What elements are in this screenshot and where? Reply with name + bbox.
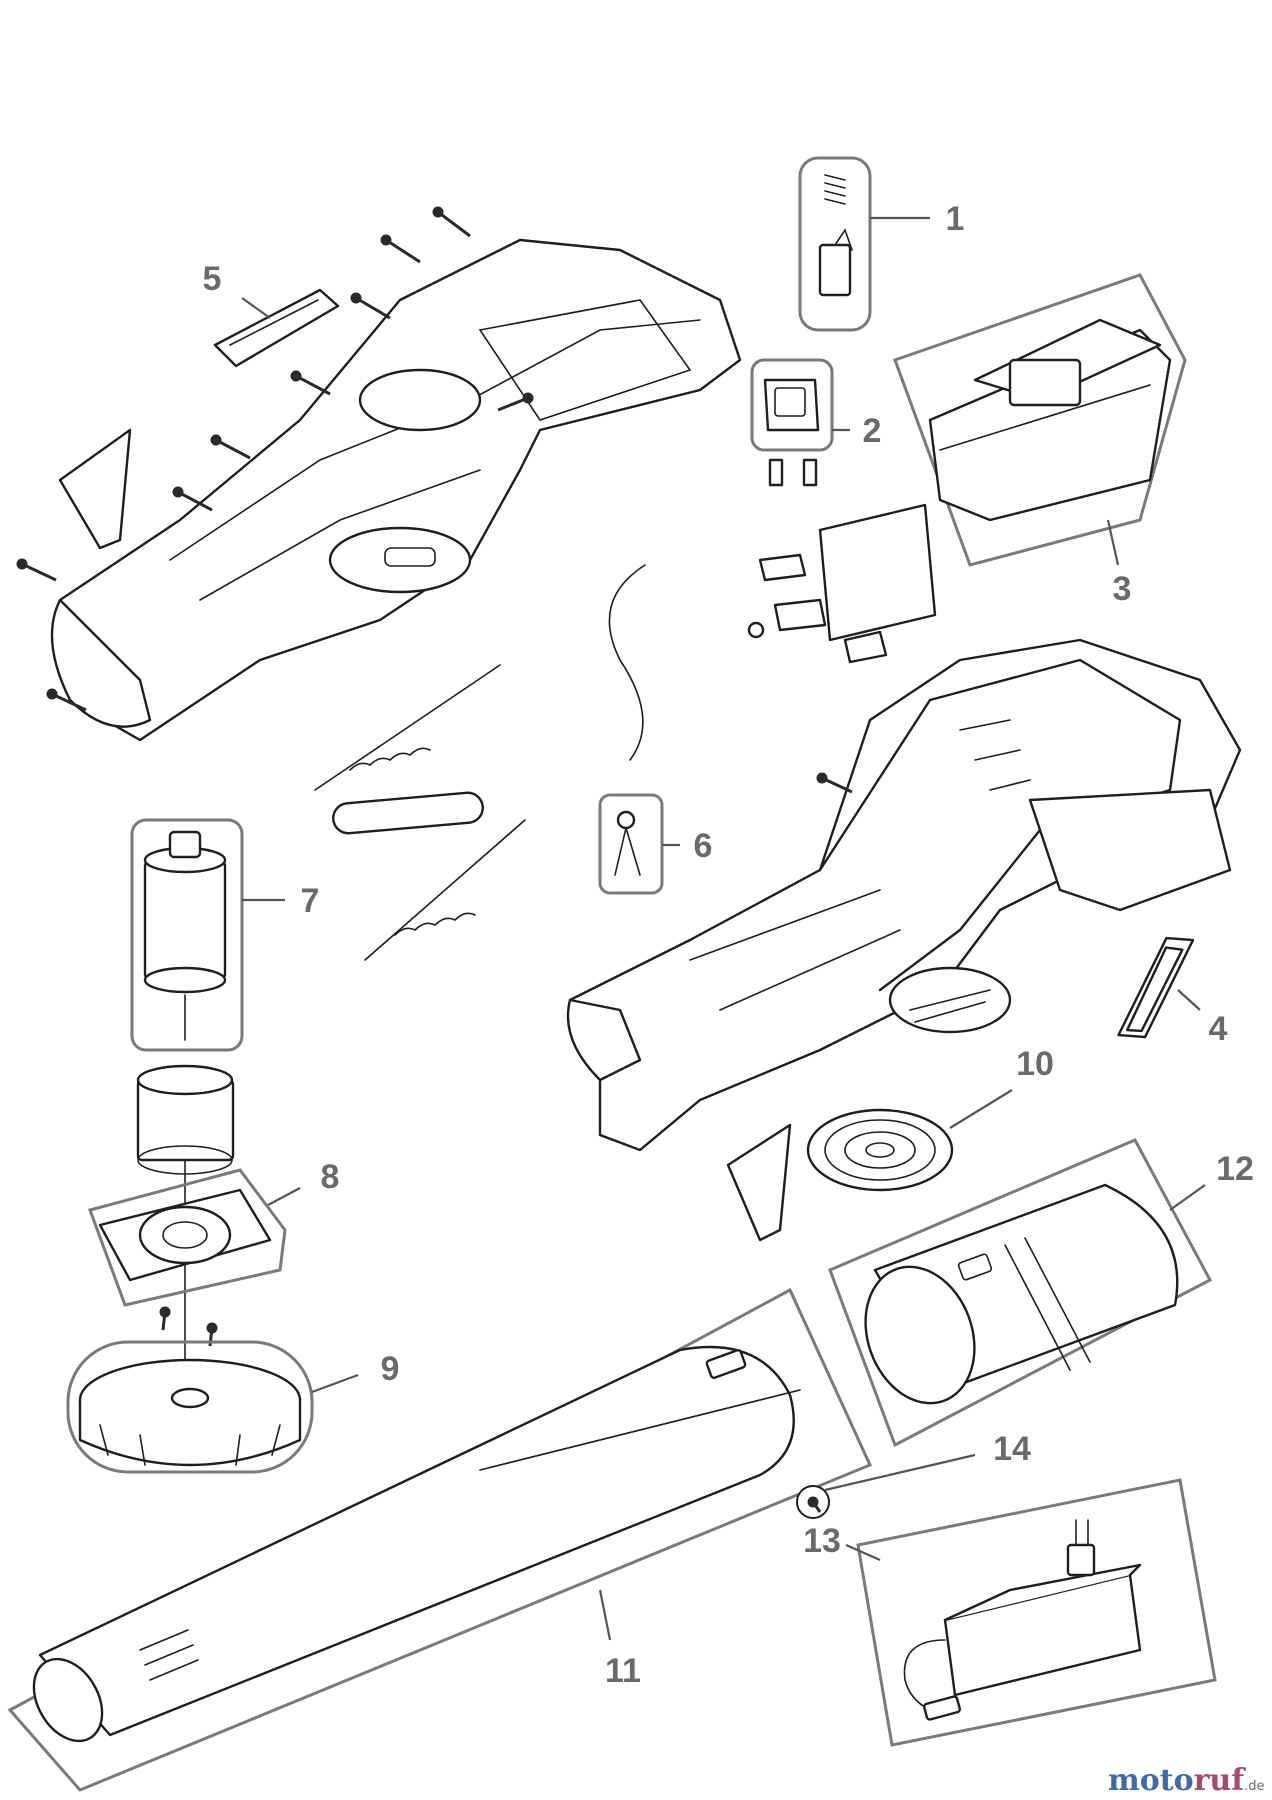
callout-7: 7 bbox=[301, 882, 320, 920]
part-14-screw bbox=[796, 1485, 830, 1519]
callout-3: 3 bbox=[1113, 570, 1132, 608]
part-7-motor bbox=[143, 830, 227, 1041]
mount-screws bbox=[159, 1306, 218, 1347]
leader-9 bbox=[311, 1373, 359, 1394]
part-8-motor-mount bbox=[98, 1188, 272, 1282]
part-11-nozzle bbox=[32, 1345, 801, 1743]
terminal-contacts bbox=[747, 458, 937, 664]
leader-11 bbox=[598, 1589, 612, 1641]
callout-6: 6 bbox=[694, 827, 713, 865]
part-9-fan bbox=[78, 1358, 302, 1467]
leader-5 bbox=[241, 297, 271, 319]
callout-9: 9 bbox=[381, 1350, 400, 1388]
callout-2: 2 bbox=[863, 412, 882, 450]
part-3-box bbox=[893, 273, 1187, 567]
callout-1: 1 bbox=[946, 200, 965, 238]
part-7-box bbox=[130, 818, 244, 1052]
leader-3 bbox=[1106, 519, 1120, 566]
leader-8 bbox=[267, 1187, 301, 1206]
part-1-box bbox=[798, 156, 872, 332]
part-2-box bbox=[750, 358, 834, 452]
part-2-switch bbox=[763, 378, 820, 432]
lead-wire bbox=[608, 564, 646, 761]
watermark-logo: motoruf.de bbox=[1108, 1763, 1265, 1798]
housing-left-half bbox=[50, 238, 742, 742]
motor-sleeve bbox=[136, 1064, 235, 1175]
part-3-battery bbox=[928, 318, 1172, 522]
leader-10 bbox=[949, 1089, 1013, 1129]
coiled-wires bbox=[314, 664, 526, 961]
body-screw bbox=[816, 772, 853, 794]
part-12-tube bbox=[864, 1183, 1179, 1405]
callout-12: 12 bbox=[1216, 1150, 1254, 1188]
callout-13: 13 bbox=[803, 1522, 841, 1560]
leader-12 bbox=[1169, 1184, 1206, 1211]
leader-4 bbox=[1177, 989, 1201, 1011]
part-12-box bbox=[828, 1138, 1213, 1448]
callout-11: 11 bbox=[605, 1652, 641, 1690]
part-13-box bbox=[856, 1478, 1217, 1747]
leader-13 bbox=[845, 1543, 881, 1562]
part-4-grip-pad bbox=[1117, 936, 1195, 1039]
callout-8: 8 bbox=[321, 1158, 340, 1196]
callout-14: 14 bbox=[993, 1430, 1031, 1468]
callout-10: 10 bbox=[1016, 1045, 1054, 1083]
assembled-blower-body bbox=[566, 638, 1242, 1152]
callout-4: 4 bbox=[1209, 1010, 1228, 1048]
part-13-charger bbox=[903, 1519, 1142, 1721]
label-card-left bbox=[58, 428, 132, 550]
part-9-box bbox=[66, 1340, 314, 1474]
label-card-right bbox=[726, 1123, 792, 1242]
part-10-grille bbox=[806, 1108, 954, 1192]
leader-14 bbox=[824, 1453, 976, 1492]
part-1-spring-contact bbox=[818, 174, 853, 297]
part-5-grip-pad bbox=[213, 288, 340, 368]
part-8-box bbox=[88, 1168, 287, 1307]
callout-5: 5 bbox=[203, 260, 222, 298]
part-6-clip bbox=[614, 810, 641, 876]
housing-screws bbox=[16, 206, 534, 712]
